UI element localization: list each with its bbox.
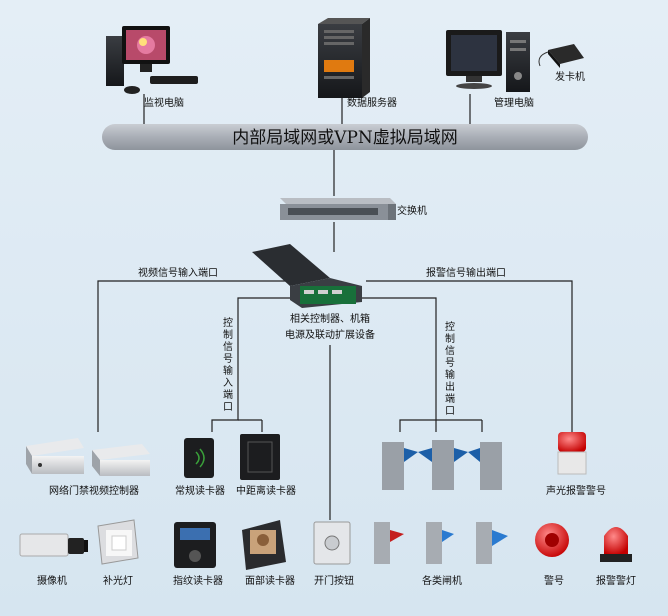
lan-bar: [102, 124, 588, 150]
svg-text:端: 端: [445, 392, 455, 405]
controller-label-line1: 相关控制器、机箱: [290, 312, 370, 325]
video-controller-icon: [26, 438, 150, 476]
server-icon: [318, 18, 370, 98]
face-reader-label: 面部读卡器: [245, 574, 295, 587]
alarm-icon: [535, 523, 569, 557]
switch-icon: [280, 198, 396, 220]
svg-text:号: 号: [223, 353, 233, 365]
svg-text:信: 信: [445, 345, 455, 357]
video-in-label: 视频信号输入端口: [138, 266, 218, 279]
control-in-label: 控 制 信 号 输 入 端 口: [223, 316, 233, 413]
fingerprint-reader-label: 指纹读卡器: [173, 574, 223, 587]
svg-text:制: 制: [445, 332, 455, 345]
fill-light-label: 补光灯: [103, 574, 133, 587]
svg-text:输: 输: [223, 364, 233, 377]
mid-reader-icon: [240, 434, 280, 480]
alarm-out-label: 报警信号输出端口: [426, 266, 506, 279]
controller-box-icon: [252, 244, 362, 308]
svg-text:口: 口: [223, 402, 233, 413]
monitor-pc-label: 监视电脑: [144, 96, 184, 109]
admin-pc-label: 管理电脑: [494, 96, 534, 109]
alarm-lamp-label: 报警警灯: [596, 574, 636, 587]
admin-pc-icon: [446, 30, 530, 92]
svg-text:制: 制: [223, 328, 233, 341]
card-issuer-icon: [538, 44, 584, 68]
card-issuer-label: 发卡机: [555, 70, 585, 83]
video-controller-label: 网络门禁视频控制器: [49, 484, 139, 497]
alarm-lamp-icon: [600, 527, 632, 562]
gates-row1-icon: [382, 440, 502, 490]
alarm-label: 警号: [544, 574, 564, 587]
camera-label: 摄像机: [37, 574, 67, 587]
connection-lines: [97, 94, 573, 520]
exit-button-icon: [313, 521, 351, 565]
fill-light-icon: [97, 519, 139, 565]
face-reader-icon: [242, 520, 286, 570]
svg-text:控: 控: [223, 316, 233, 329]
mid-reader-label: 中距离读卡器: [236, 484, 296, 497]
lan-label: 内部局域网或VPN虚拟局域网: [232, 128, 458, 148]
siren-icon: [557, 432, 587, 475]
svg-text:入: 入: [223, 378, 233, 389]
svg-text:输: 输: [445, 368, 455, 381]
svg-text:口: 口: [445, 406, 455, 417]
normal-reader-label: 常规读卡器: [175, 484, 225, 497]
monitor-pc-icon: [106, 26, 198, 94]
exit-button-label: 开门按钮: [314, 574, 354, 587]
control-out-label: 控 制 信 号 输 出 端 口: [445, 320, 455, 417]
svg-text:信: 信: [223, 341, 233, 353]
svg-text:号: 号: [445, 357, 455, 369]
normal-reader-icon: [184, 438, 214, 478]
camera-icon: [19, 533, 88, 557]
svg-text:出: 出: [445, 380, 455, 393]
controller-label-line2: 电源及联动扩展设备: [285, 328, 375, 341]
gates-label: 各类闸机: [422, 574, 462, 587]
svg-text:端: 端: [223, 388, 233, 401]
switch-label: 交换机: [397, 204, 427, 217]
siren-label: 声光报警警号: [546, 484, 606, 497]
fingerprint-reader-icon: [174, 522, 216, 568]
data-server-label: 数据服务器: [347, 96, 397, 109]
svg-text:控: 控: [445, 320, 455, 333]
gates-row2-icon: [374, 522, 508, 564]
